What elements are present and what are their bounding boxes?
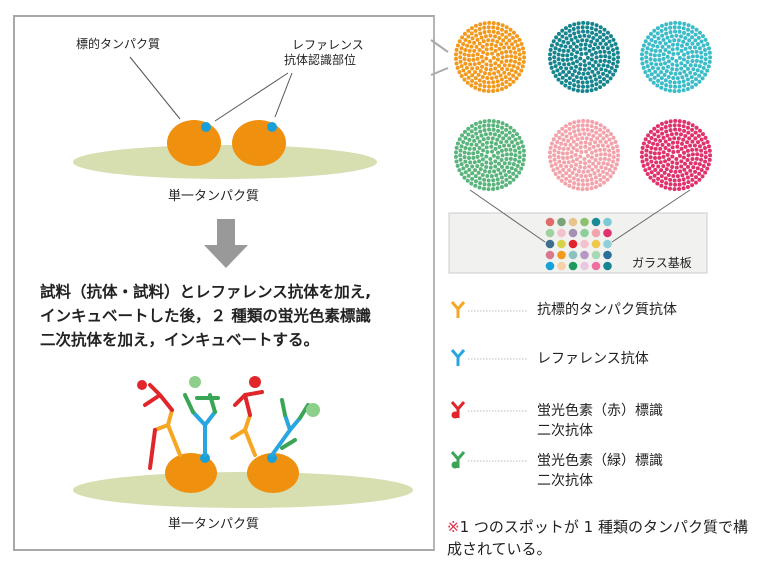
array-spot — [580, 261, 589, 271]
array-spot — [545, 239, 555, 249]
array-spot — [580, 228, 589, 238]
array-spot — [603, 250, 612, 260]
spot-circle — [453, 118, 527, 192]
note-text: 1 つのスポットが 1 種類のタンパク質で構成されている。 — [447, 518, 748, 558]
array-spot — [557, 228, 566, 238]
array-spot — [557, 250, 566, 260]
glass-label: ガラス基板 — [632, 256, 692, 270]
protein-blob — [232, 120, 286, 166]
array-spot — [603, 239, 612, 249]
array-spot — [545, 228, 555, 238]
glass-substrate — [448, 212, 708, 274]
array-spot — [568, 239, 578, 249]
red-antibody-icon — [450, 401, 466, 419]
array-spot — [603, 217, 612, 227]
spot-circle — [639, 118, 713, 192]
array-spot — [591, 250, 601, 260]
label-ref-site-2: 抗体認識部位 — [284, 53, 357, 67]
spot-array — [545, 217, 612, 271]
array-spot — [568, 261, 578, 271]
antibody-complexes — [137, 376, 320, 470]
blue-antibody-icon — [450, 349, 466, 366]
label-single-protein: 単一タンパク質 — [168, 189, 260, 204]
array-spot — [568, 228, 578, 238]
note-mark: ※ — [447, 518, 460, 536]
recognition-site — [201, 122, 211, 132]
callout-line — [469, 189, 546, 243]
spot-circle — [453, 20, 527, 94]
array-spot — [557, 239, 566, 249]
process-panel — [13, 15, 435, 551]
array-spot — [568, 250, 578, 260]
array-spot — [580, 250, 589, 260]
step-line: 二次抗体を加え，インキュベートする。 — [40, 331, 320, 349]
recognition-site — [267, 122, 277, 132]
array-spot — [580, 239, 589, 249]
substrate — [73, 472, 413, 508]
array-spot — [557, 217, 566, 227]
array-spot — [545, 261, 555, 271]
step-line: インキュベートした後，２ 種類の蛍光色素標識 — [40, 307, 371, 325]
array-spot — [545, 250, 555, 260]
label-ref-site-1: レファレンス — [292, 38, 364, 52]
array-spot — [568, 217, 578, 227]
array-spot — [603, 228, 612, 238]
legend-red-secondary: 蛍光色素（赤）標識二次抗体 — [537, 403, 663, 439]
down-arrow-icon — [204, 219, 248, 268]
array-spot — [591, 261, 601, 271]
legend-anti-target: 抗標的タンパク質抗体 — [537, 302, 677, 318]
array-spot — [591, 228, 601, 238]
substrate — [73, 145, 377, 179]
step-line: 試料（抗体・試料）とレファレンス抗体を加え, — [40, 283, 372, 301]
callout-line — [611, 189, 691, 243]
protein-blob — [167, 120, 221, 166]
legend-green-secondary: 蛍光色素（緑）標識二次抗体 — [537, 453, 663, 489]
footnote: ※1 つのスポットが 1 種類のタンパク質で構成されている。 — [447, 516, 757, 560]
spot-circle — [547, 118, 621, 192]
spot-circle — [547, 20, 621, 94]
green-antibody-icon — [450, 451, 466, 469]
orange-antibody-icon — [450, 301, 466, 318]
array-spot — [591, 217, 601, 227]
array-spot — [580, 217, 589, 227]
step-text: 試料（抗体・試料）とレファレンス抗体を加え, インキュベートした後，２ 種類の蛍… — [40, 280, 371, 352]
legend-reference: レファレンス抗体 — [537, 351, 649, 367]
array-spot — [557, 261, 566, 271]
spot-circle — [639, 20, 713, 94]
array-spot — [591, 239, 601, 249]
array-spot — [545, 217, 555, 227]
label-single-protein: 単一タンパク質 — [168, 517, 260, 532]
pointer-lines — [129, 56, 293, 122]
spot-magnifications — [453, 20, 713, 192]
label-target-protein: 標的タンパク質 — [76, 37, 161, 51]
array-spot — [603, 261, 612, 271]
